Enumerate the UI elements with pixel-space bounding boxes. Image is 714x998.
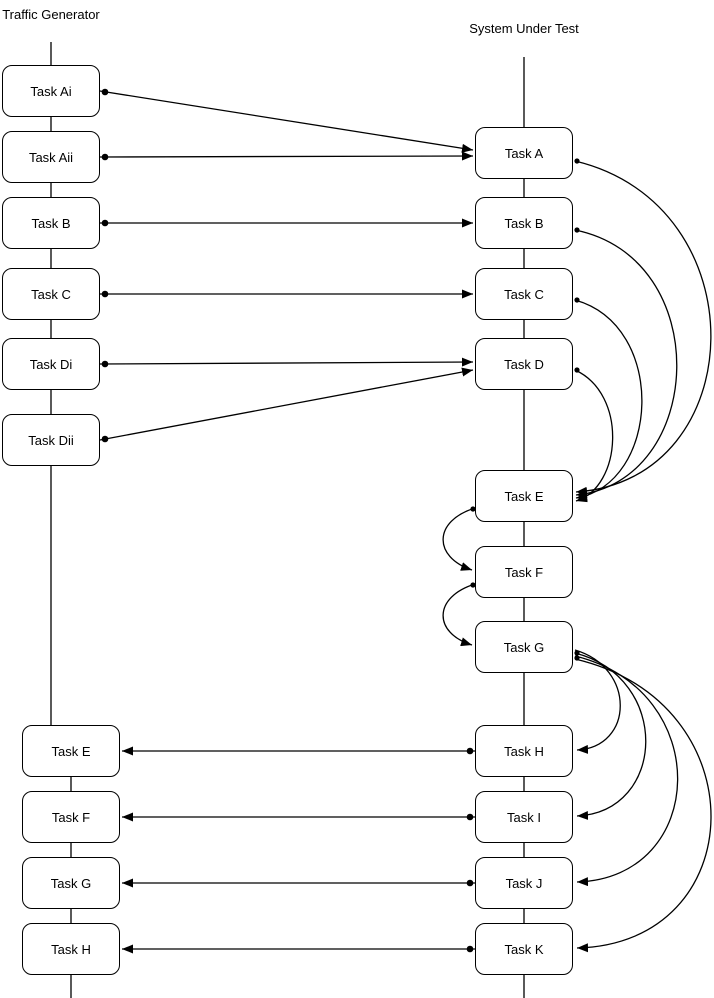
tg-task-di: Task Di — [2, 338, 100, 390]
sut-task-k: Task K — [475, 923, 573, 975]
tg-task-g: Task G — [22, 857, 120, 909]
sut-task-e: Task E — [475, 470, 573, 522]
connector-d-to-e — [574, 369, 614, 503]
connector-c-to-e — [574, 299, 643, 501]
connector-g-to-i — [574, 652, 647, 820]
tg-task-dii: Task Dii — [2, 414, 100, 466]
connector-dii-to-d — [99, 367, 474, 441]
connector-di-to-d — [99, 357, 474, 367]
connector-g-to-h — [574, 649, 621, 754]
sut-task-a: Task A — [475, 127, 573, 179]
connector-aii-to-a — [99, 151, 474, 161]
connector-a-to-e — [574, 160, 712, 496]
tg-task-aii: Task Aii — [2, 131, 100, 183]
tg-task-e: Task E — [22, 725, 120, 777]
connector-e-to-f — [442, 507, 476, 571]
sut-task-f: Task F — [475, 546, 573, 598]
connector-g-to-k — [574, 658, 712, 953]
tg-task-c: Task C — [2, 268, 100, 320]
traffic-generator-title: Traffic Generator — [2, 7, 100, 22]
connector-f-to-g — [442, 583, 476, 647]
sut-task-j: Task J — [475, 857, 573, 909]
tg-task-b: Task B — [2, 197, 100, 249]
connector-g-to-j — [574, 655, 679, 887]
connector-ai-to-a — [99, 90, 474, 153]
sut-task-h: Task H — [475, 725, 573, 777]
connector-b-to-e — [574, 229, 678, 499]
sut-task-g: Task G — [475, 621, 573, 673]
sut-task-c: Task C — [475, 268, 573, 320]
tg-task-ai: Task Ai — [2, 65, 100, 117]
tg-task-f: Task F — [22, 791, 120, 843]
sut-task-b: Task B — [475, 197, 573, 249]
tg-task-h: Task H — [22, 923, 120, 975]
sut-task-d: Task D — [475, 338, 573, 390]
system-under-test-title: System Under Test — [469, 21, 579, 36]
sut-task-i: Task I — [475, 791, 573, 843]
